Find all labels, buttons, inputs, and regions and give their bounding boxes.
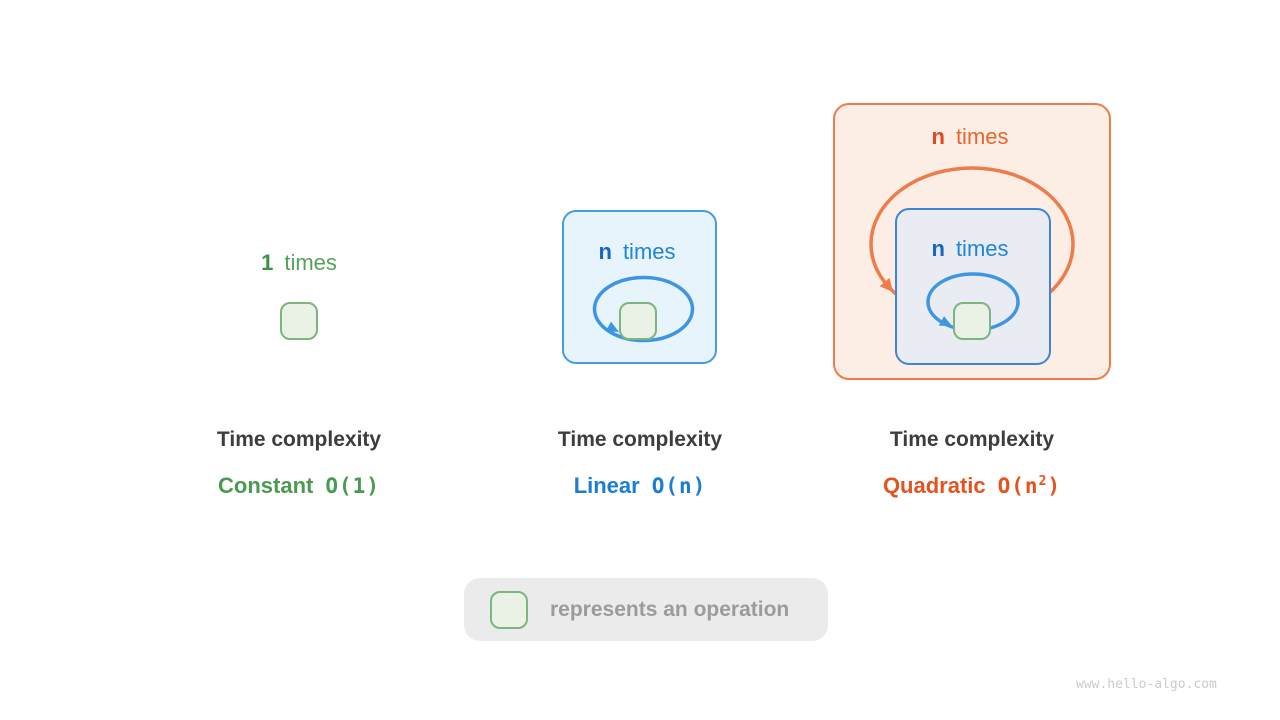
- constant-formula: Constant O(1): [189, 473, 409, 499]
- quadratic-inner-loop-container: [895, 208, 1051, 365]
- quadratic-caption: Time complexity: [889, 428, 1055, 451]
- constant-caption: Time complexity: [216, 428, 382, 451]
- quadratic-inner-times-word: times: [955, 236, 1009, 261]
- quadratic-name: Quadratic: [882, 473, 986, 498]
- linear-caption: Time complexity: [557, 428, 723, 451]
- quadratic-big-o: O(n2): [997, 474, 1062, 498]
- operation-box: [619, 302, 657, 340]
- operation-box: [953, 302, 991, 340]
- watermark: www.hello-algo.com: [1076, 677, 1217, 692]
- linear-times-word: times: [622, 239, 676, 264]
- linear-count: n: [598, 239, 612, 264]
- constant-count: 1: [261, 250, 274, 275]
- linear-loop-arrow-icon: [592, 275, 695, 343]
- linear-formula: Linear O(n): [530, 473, 750, 499]
- constant-times-word: times: [284, 250, 337, 275]
- quadratic-outer-count: n: [931, 124, 945, 149]
- constant-times-label: 1 times: [199, 250, 399, 276]
- quadratic-formula: Quadratic O(n2): [862, 473, 1082, 499]
- quadratic-outer-times-word: times: [955, 124, 1009, 149]
- legend-label: represents an operation: [550, 597, 790, 621]
- linear-big-o: O(n): [651, 474, 707, 498]
- legend: represents an operation: [464, 578, 828, 641]
- constant-big-o: O(1): [325, 474, 380, 498]
- operation-box: [280, 302, 318, 340]
- legend-operation-box: [490, 590, 528, 629]
- quadratic-inner-count: n: [931, 236, 945, 261]
- linear-name: Linear: [573, 473, 640, 498]
- constant-name: Constant: [218, 473, 314, 498]
